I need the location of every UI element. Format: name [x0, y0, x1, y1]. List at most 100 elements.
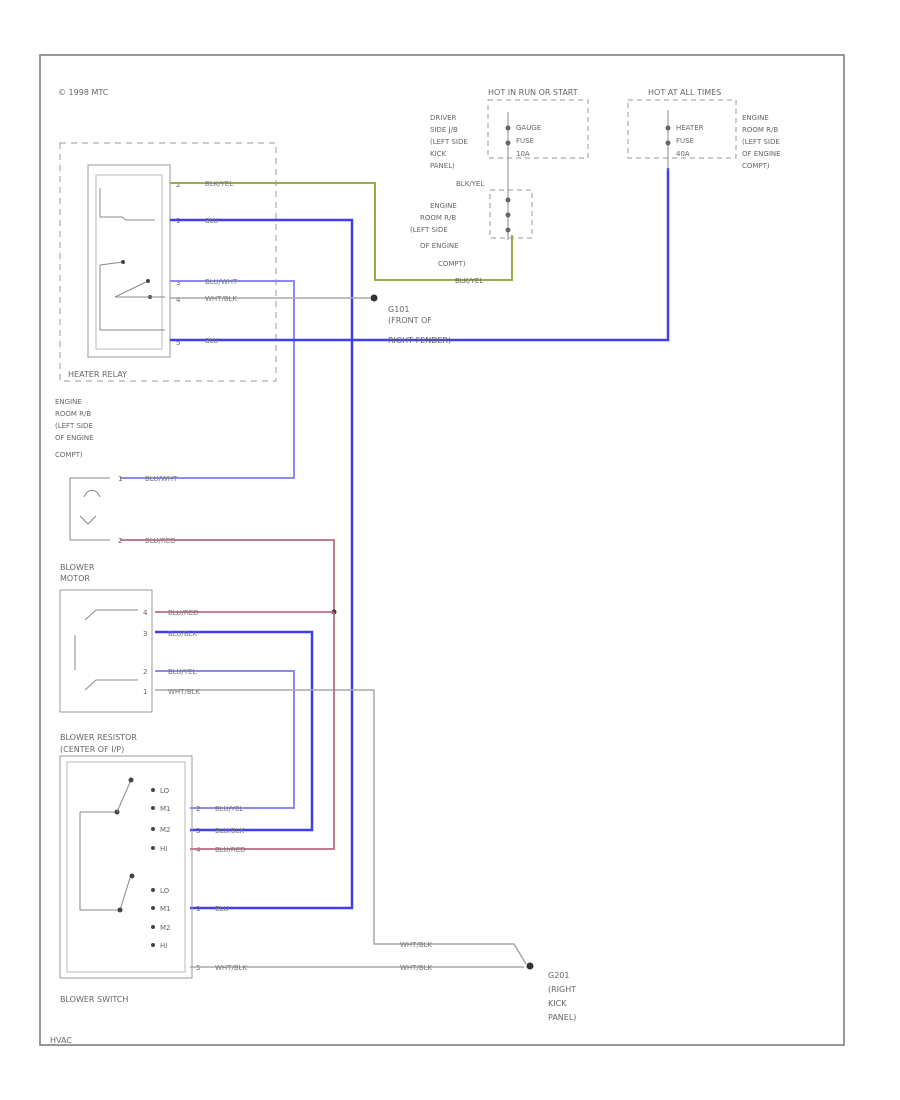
engine-rb-right-dashed-box	[627, 99, 737, 159]
switch-node	[129, 873, 135, 879]
switch-contact	[151, 943, 155, 947]
relay-coil-lead	[99, 188, 155, 221]
ground-wire-label: WHT/BLK	[400, 941, 433, 949]
heater-fuse-label: FUSE	[676, 137, 694, 145]
heater-relay-label: HEATER RELAY	[68, 370, 127, 379]
ground-g101-label: RIGHT FENDER)	[388, 336, 451, 345]
fuse-node	[505, 125, 511, 131]
driver-jb-label: (LEFT SIDE	[430, 138, 468, 146]
gauge-fuse-label: GAUGE	[516, 124, 541, 132]
switch-pin: 3	[196, 827, 200, 835]
blower-switch-body	[59, 755, 193, 979]
heater-relay-inner	[95, 174, 163, 350]
fuse-node	[665, 125, 671, 131]
blk-yel-bottom-label: BLK/YEL	[455, 277, 483, 285]
wire-wht-blk-motor	[155, 689, 527, 965]
switch-bus	[79, 812, 120, 911]
engine-rb-right-label: ENGINE	[742, 114, 769, 122]
relay-wire-label: BLU/WHT	[205, 278, 238, 286]
wire-blu-wht	[120, 280, 295, 479]
driver-jb-label: DRIVER	[430, 114, 457, 122]
relay-wire-label: BLK/YEL	[205, 180, 233, 188]
ground-wire-label: WHT/BLK	[400, 964, 433, 972]
engine-rb-mid-label: (LEFT SIDE	[410, 226, 448, 234]
switch-pin: 2	[196, 805, 200, 813]
heater-relay-body	[87, 164, 171, 358]
relay-pin: 4	[176, 296, 181, 304]
heater-fuse-label: HEATER	[676, 124, 704, 132]
ground-g101-label: G101	[388, 305, 409, 314]
blower-motor-label: BLOWER	[60, 563, 95, 572]
engine-rb-right-label: (LEFT SIDE	[742, 138, 780, 146]
engine-rb-mid-dashed-box	[489, 189, 533, 239]
engine-rb-right-label: ROOM R/B	[742, 126, 778, 134]
copyright-text: © 1998 MTC	[58, 88, 109, 97]
blower-motor-body	[59, 589, 153, 713]
switch-contact	[151, 806, 155, 810]
engine-rb-right-label: COMPT)	[742, 162, 770, 170]
blower-switch-inner	[66, 761, 186, 973]
switch-wire-label: WHT/BLK	[215, 964, 248, 972]
fuse-node	[665, 140, 671, 146]
switch-contact	[151, 888, 155, 892]
cb-pin: 1	[118, 475, 122, 483]
relay-switch-lead-top	[99, 261, 124, 266]
engine-rb-mid-label: ROOM R/B	[420, 214, 456, 222]
motor-pin: 4	[143, 609, 148, 617]
relay-contact	[146, 279, 150, 283]
engine-rb-left-label: OF ENGINE	[55, 434, 94, 442]
driver-jb-label: KICK	[430, 150, 447, 158]
blower-switch-label: BLOWER SWITCH	[60, 995, 128, 1004]
engine-rb-left-label: COMPT)	[55, 451, 83, 459]
switch-contact	[151, 788, 155, 792]
hot-at-all-times-label: HOT AT ALL TIMES	[648, 88, 721, 97]
engine-rb-left-label: ROOM R/B	[55, 410, 91, 418]
circuit-breaker-lead	[69, 477, 110, 541]
switch-speed-label-lower: HI	[160, 942, 167, 950]
ground-g101-label: (FRONT OF	[388, 316, 432, 325]
motor-wire-label: BLU/BLK	[168, 630, 198, 638]
gauge-fuse-label: FUSE	[516, 137, 534, 145]
motor-pin: 1	[143, 688, 147, 696]
ground-g201-label: PANEL)	[548, 1013, 576, 1022]
ground-g201-point	[526, 962, 534, 970]
blower-resistor-label: BLOWER RESISTOR	[60, 733, 137, 742]
switch-blade	[119, 877, 131, 911]
fuse-node	[505, 197, 511, 203]
switch-pin: 5	[196, 964, 200, 972]
ground-g201-label: (RIGHT	[548, 985, 576, 994]
relay-contact	[121, 260, 125, 264]
heater-fuse-label: 40A	[676, 150, 690, 158]
driver-jb-dashed-box	[487, 99, 589, 159]
blower-resistor-label: (CENTER OF I/P)	[60, 745, 124, 754]
driver-jb-label: PANEL)	[430, 162, 455, 170]
switch-speed-label: HI	[160, 845, 167, 853]
motor-wire-label: BLU/RED	[168, 609, 199, 617]
relay-wire-label: BLU	[205, 217, 218, 225]
switch-wire-label: BLU/BLK	[215, 827, 245, 835]
engine-rb-mid-label: COMPT)	[438, 260, 466, 268]
wire-blu-power	[170, 168, 670, 342]
engine-rb-left-label: (LEFT SIDE	[55, 422, 93, 430]
switch-pin: 1	[196, 905, 200, 913]
switch-wire-label: BLU/YEL	[215, 805, 244, 813]
motor-lead	[84, 609, 97, 621]
ground-g201-label: G201	[548, 971, 569, 980]
footer-code: HVAC	[50, 1036, 72, 1045]
relay-switch-lead	[99, 265, 165, 331]
relay-pin: 5	[176, 339, 180, 347]
relay-wire-label: BLU	[205, 337, 218, 345]
switch-contact	[151, 925, 155, 929]
motor-wire-label: WHT/BLK	[168, 688, 201, 696]
switch-contact	[151, 827, 155, 831]
driver-jb-label: SIDE J/B	[430, 126, 458, 134]
relay-pin: 2	[176, 181, 180, 189]
relay-wire-label: WHT/BLK	[205, 295, 238, 303]
cb-wire-label: BLU/RED	[145, 537, 176, 545]
relay-pin: 3	[176, 279, 180, 287]
engine-rb-right-label: OF ENGINE	[742, 150, 781, 158]
switch-speed-label-lower: M1	[160, 905, 171, 913]
wire-blu-yel	[155, 670, 295, 809]
wire-blu-red-switch	[190, 612, 335, 850]
